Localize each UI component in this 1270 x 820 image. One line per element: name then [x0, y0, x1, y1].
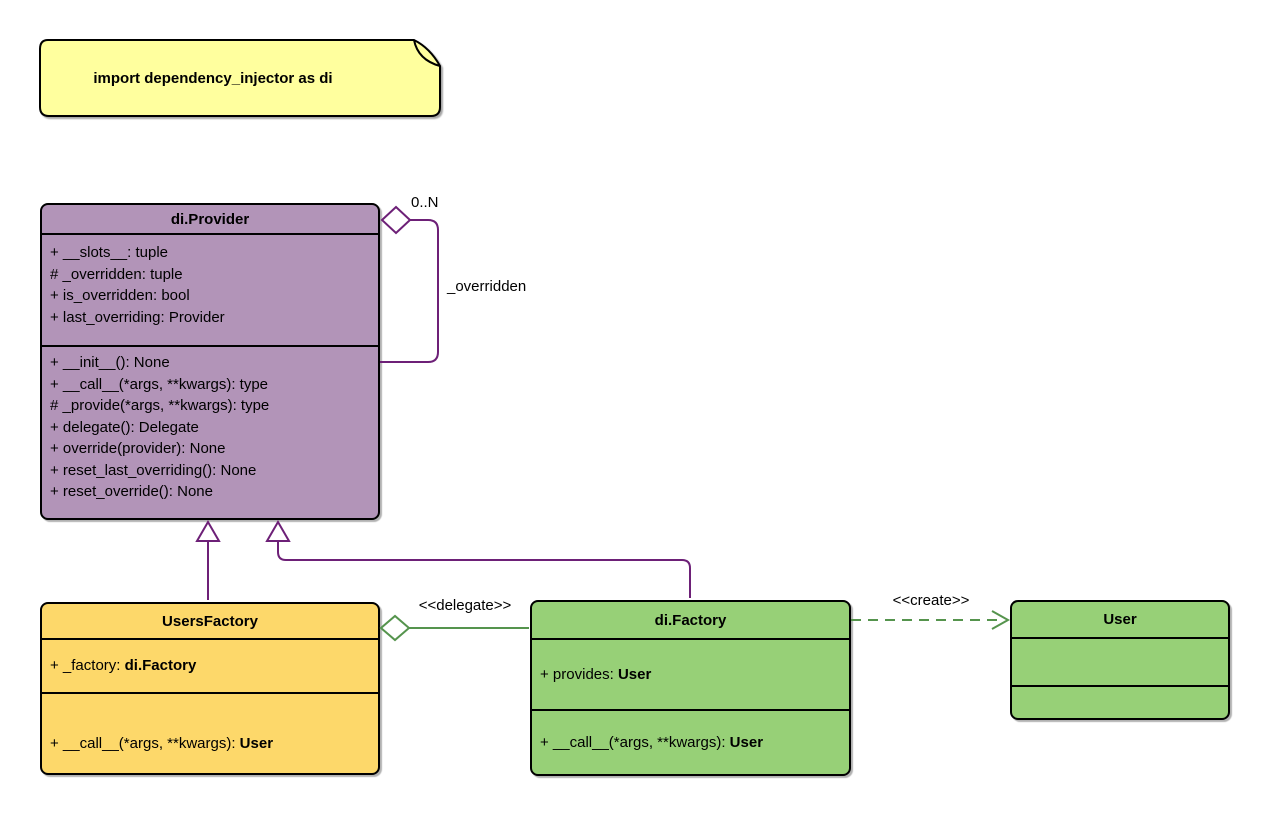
attributes-compartment: + _factory: di.Factory — [42, 638, 378, 692]
multiplicity-label: 0..N — [411, 194, 439, 211]
member-line: + __call__(*args, **kwargs): type — [50, 375, 269, 393]
create-stereotype-label: <<create>> — [892, 592, 970, 609]
member-line: + __call__(*args, **kwargs): User — [50, 735, 274, 753]
member-line: + reset_last_overriding(): None — [50, 461, 257, 479]
member-line: + _factory: di.Factory — [50, 657, 197, 675]
inheritance-factory-provider — [277, 541, 691, 598]
attributes-compartment — [1012, 637, 1228, 685]
member-line: + is_overridden: bool — [50, 287, 190, 304]
member-line: + last_overriding: Provider — [50, 308, 225, 326]
inheritance-triangle-icon — [265, 520, 291, 542]
delegate-stereotype-label: <<delegate>> — [418, 597, 512, 614]
class-user: User — [1010, 600, 1230, 720]
member-line: + __slots__: tuple — [50, 244, 169, 261]
methods-compartment: + __call__(*args, **kwargs): User — [42, 692, 378, 773]
member-line: + reset_override(): None — [50, 483, 213, 500]
class-title: User — [1103, 611, 1137, 628]
member-line: + delegate(): Delegate — [50, 418, 199, 436]
overridden-edge-label: _overridden — [447, 278, 527, 295]
class-di-provider: di.Provider + __slots__: tuple # _overrid… — [40, 203, 380, 520]
methods-compartment: + __call__(*args, **kwargs): User — [532, 709, 849, 774]
attributes-compartment: + provides: User — [532, 638, 849, 709]
member-line: # _provide(*args, **kwargs): type — [50, 397, 270, 414]
class-di-factory: di.Factory + provides: User + __call__(*… — [530, 600, 851, 776]
member-line: + __call__(*args, **kwargs): User — [540, 733, 764, 751]
methods-compartment — [1012, 685, 1228, 718]
attributes-compartment: + __slots__: tuple # _overridden: tuple + … — [42, 233, 378, 345]
member-line: # _overridden: tuple — [50, 265, 183, 283]
note: import dependency_injector as di — [93, 69, 333, 87]
member-line: + override(provider): None — [50, 440, 226, 457]
member-line: + __init__(): None — [50, 354, 170, 371]
class-users-factory: UsersFactory + _factory: di.Factory + __… — [40, 602, 380, 775]
overridden-self-association — [380, 219, 439, 363]
class-title: di.Provider — [170, 210, 250, 228]
class-title: di.Factory — [654, 611, 727, 629]
aggregation-diamond-icon — [380, 205, 412, 235]
aggregation-diamond-icon — [379, 614, 411, 642]
open-arrowhead-icon — [991, 610, 1011, 630]
member-line: + provides: User — [540, 665, 652, 683]
class-title: UsersFactory — [162, 612, 258, 630]
inheritance-triangle-icon — [195, 520, 221, 542]
methods-compartment: + __init__(): None + __call__(*args, **kw… — [42, 345, 378, 518]
